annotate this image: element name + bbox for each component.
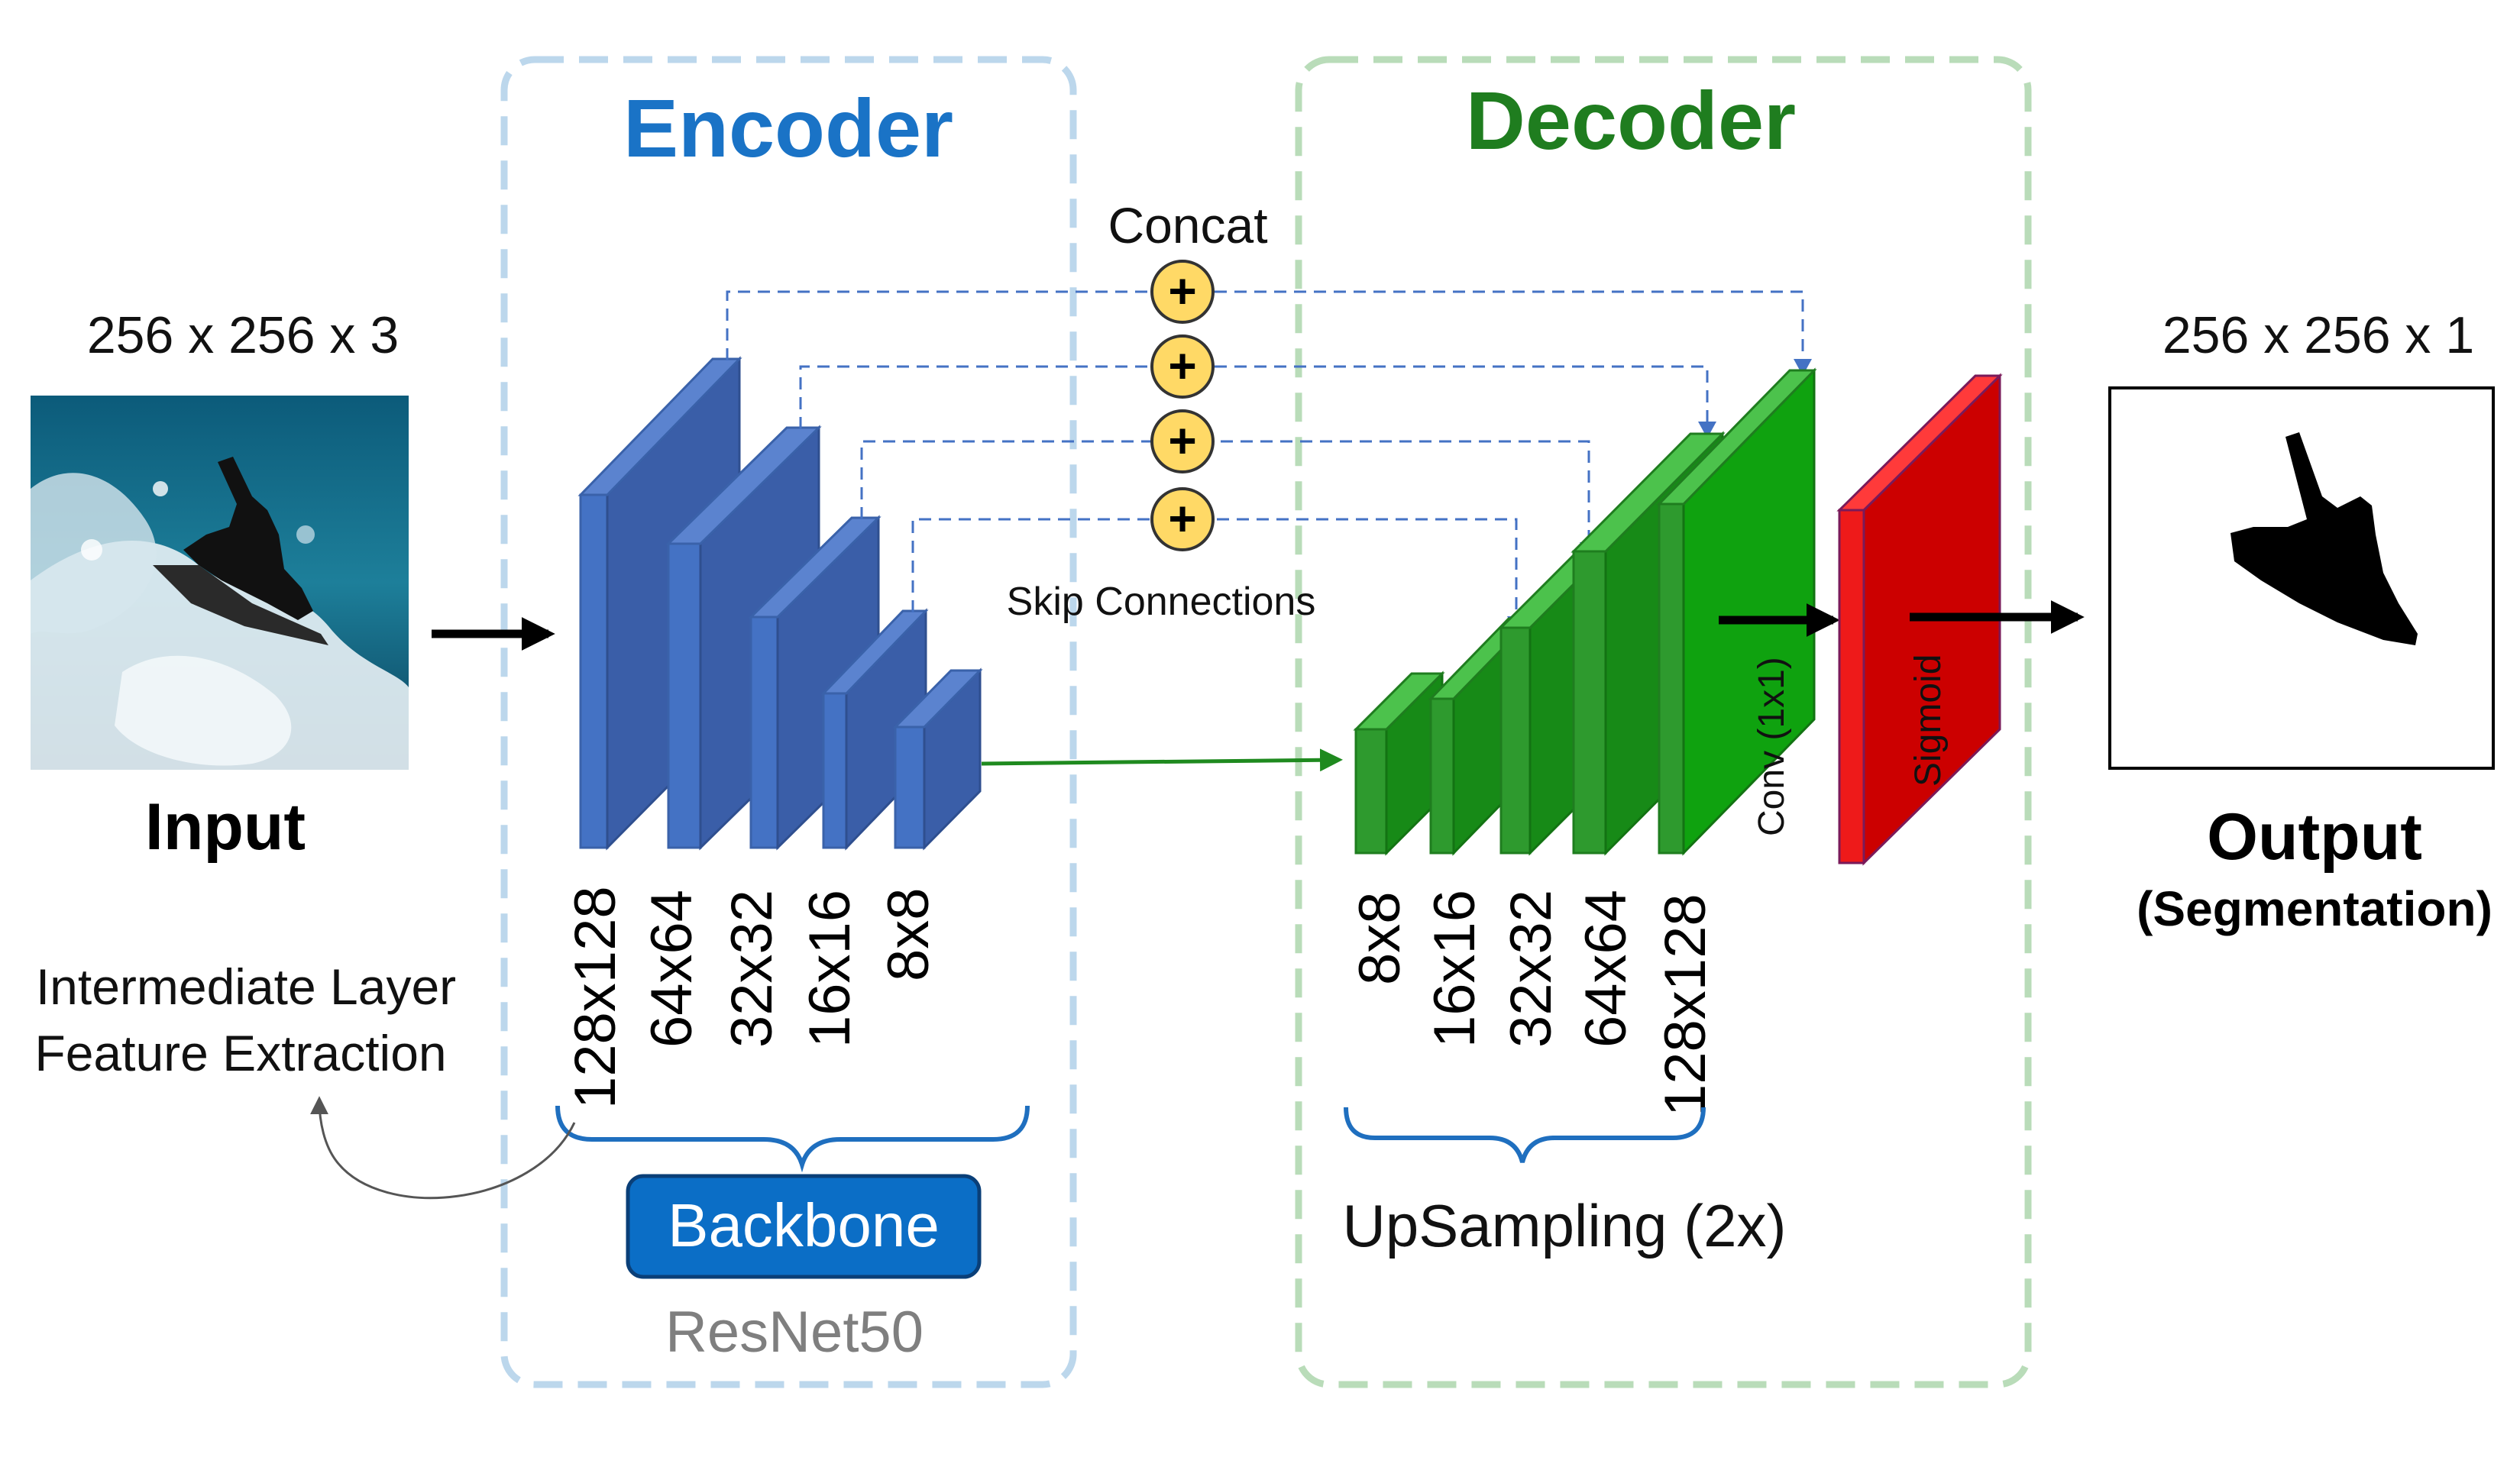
decoder-brace	[1344, 1107, 1706, 1163]
sigmoid-label: Sigmoid	[1908, 654, 1949, 787]
concat-node-4: +	[1150, 487, 1215, 551]
bottleneck-arrow	[981, 748, 1343, 772]
skip-connections	[726, 290, 1804, 622]
decoder-block-5	[1656, 367, 1817, 856]
intermediate-arrow	[310, 1096, 576, 1200]
input-dims: 256 x 256 x 3	[87, 306, 399, 364]
backbone-label: Backbone	[668, 1191, 940, 1259]
intermediate-label-line2: Feature Extraction	[34, 1025, 446, 1081]
concat-node-3: +	[1150, 409, 1215, 473]
encoder-res-label: 16x16	[797, 890, 862, 1048]
decoder-res-label: 64x64	[1574, 890, 1638, 1048]
encoder-block-4	[820, 608, 929, 851]
encoder-res-label: 8x8	[876, 887, 941, 981]
backbone-model-label: ResNet50	[665, 1300, 924, 1365]
decoder-block-1	[1353, 670, 1445, 856]
encoder-brace	[555, 1105, 1030, 1173]
input-image	[31, 396, 409, 770]
decoder-res-label: 128x128	[1653, 893, 1718, 1116]
skip-connections-label: Skip Connections	[1007, 580, 1316, 624]
encoder-res-label: 32x32	[720, 890, 784, 1048]
plus-icon: +	[1168, 413, 1196, 468]
concat-label: Concat	[1108, 197, 1267, 254]
decoder-title: Decoder	[1466, 74, 1796, 166]
decoder-res-label: 8x8	[1347, 891, 1412, 985]
encoder-block-5	[892, 667, 983, 851]
decoder-res-label: 32x32	[1499, 890, 1564, 1048]
plus-icon: +	[1168, 263, 1196, 318]
intermediate-label-line1: Intermediate Layer	[36, 958, 456, 1015]
concat-node-2: +	[1150, 334, 1215, 399]
encoder-res-label: 64x64	[639, 890, 704, 1048]
conv-label: Conv (1x1)	[1752, 657, 1792, 836]
backbone-box: Backbone	[626, 1174, 982, 1279]
upsampling-label: UpSampling (2x)	[1343, 1192, 1787, 1259]
plus-icon: +	[1168, 338, 1196, 393]
input-label: Input	[145, 790, 306, 864]
output-label: Output	[2207, 800, 2422, 874]
encoder-res-label: 128x128	[563, 886, 628, 1109]
encoder-title: Encoder	[623, 82, 953, 174]
output-image	[2108, 386, 2495, 770]
plus-icon: +	[1168, 491, 1196, 546]
output-dims: 256 x 256 x 1	[2163, 306, 2474, 364]
decoder-res-label: 16x16	[1422, 890, 1487, 1048]
output-sublabel: (Segmentation)	[2137, 881, 2493, 936]
concat-node-1: +	[1150, 260, 1215, 324]
decoder-frame	[1295, 56, 2032, 1388]
